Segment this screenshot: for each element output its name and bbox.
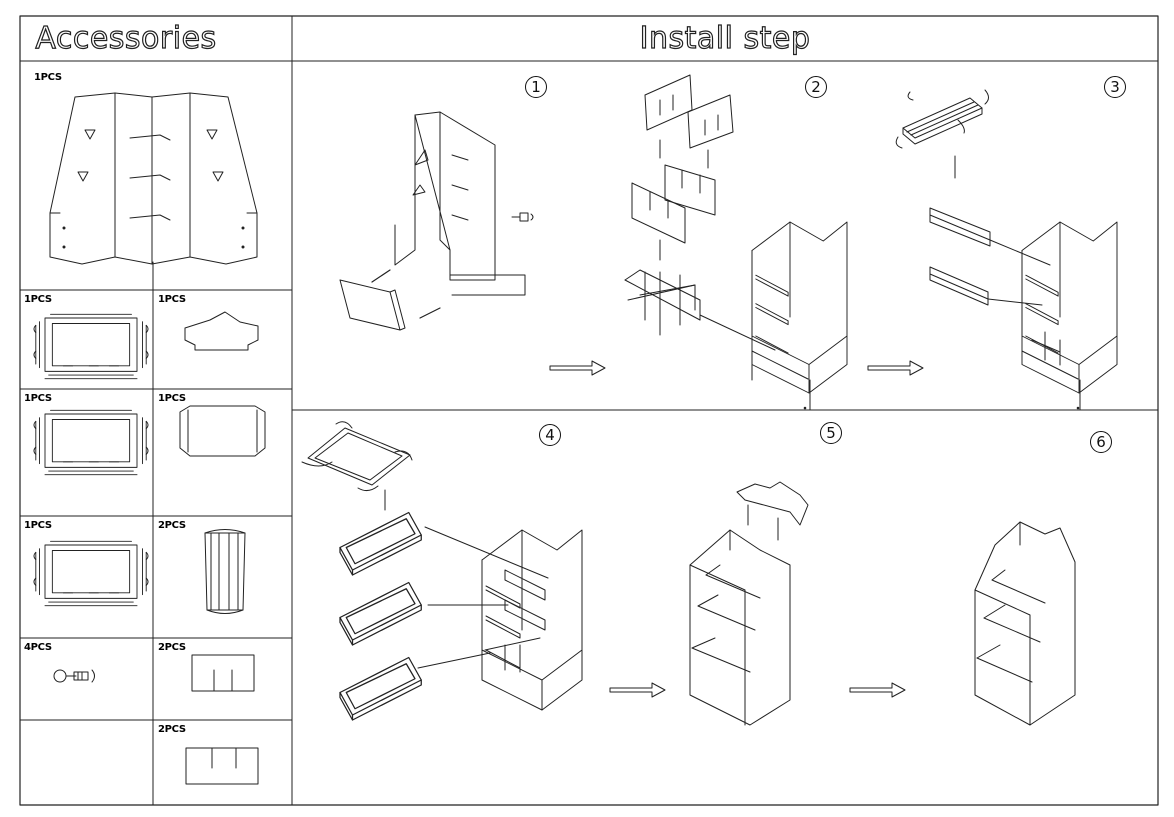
qty-label-tray-b: 1PCS xyxy=(24,393,52,404)
accessories-header: Accessories xyxy=(35,20,217,56)
qty-label-divider-b: 2PCS xyxy=(158,724,186,735)
tray-part-a-drawing xyxy=(33,313,149,380)
install-step-header: Install step xyxy=(639,20,811,56)
step-number-2: 2 xyxy=(805,76,827,98)
header-card-drawing xyxy=(184,311,259,351)
step-number-4: 4 xyxy=(539,424,561,446)
qty-label-tray-a: 1PCS xyxy=(24,294,52,305)
step2-drawing xyxy=(624,74,848,411)
qty-label-tray-c: 1PCS xyxy=(158,393,186,404)
qty-label-header-card: 1PCS xyxy=(158,294,186,305)
step-number-1: 1 xyxy=(525,76,547,98)
step-number-6: 6 xyxy=(1090,431,1112,453)
qty-label-divider-a: 2PCS xyxy=(158,642,186,653)
support-tube-drawing xyxy=(204,529,246,614)
step4-drawing xyxy=(301,421,583,721)
tray-part-c-drawing xyxy=(179,405,266,457)
step-arrow-icon xyxy=(549,360,924,698)
step5-drawing xyxy=(689,481,809,726)
rivet-icon xyxy=(53,669,95,683)
qty-label-tray-d: 1PCS xyxy=(24,520,52,531)
divider-b-drawing xyxy=(185,747,259,785)
step-number-3: 3 xyxy=(1104,76,1126,98)
qty-label-panel: 1PCS xyxy=(34,72,62,83)
qty-label-support-tube: 2PCS xyxy=(158,520,186,531)
step1-drawing xyxy=(339,111,534,331)
qty-label-rivets: 4PCS xyxy=(24,642,52,653)
tray-part-d-drawing xyxy=(33,540,149,607)
step-number-5: 5 xyxy=(820,422,842,444)
step6-drawing xyxy=(974,521,1076,726)
divider-a-drawing xyxy=(191,654,255,692)
flat-main-panel-drawing xyxy=(49,92,258,265)
step3-drawing xyxy=(895,89,1118,411)
tray-part-b-drawing xyxy=(33,409,149,476)
